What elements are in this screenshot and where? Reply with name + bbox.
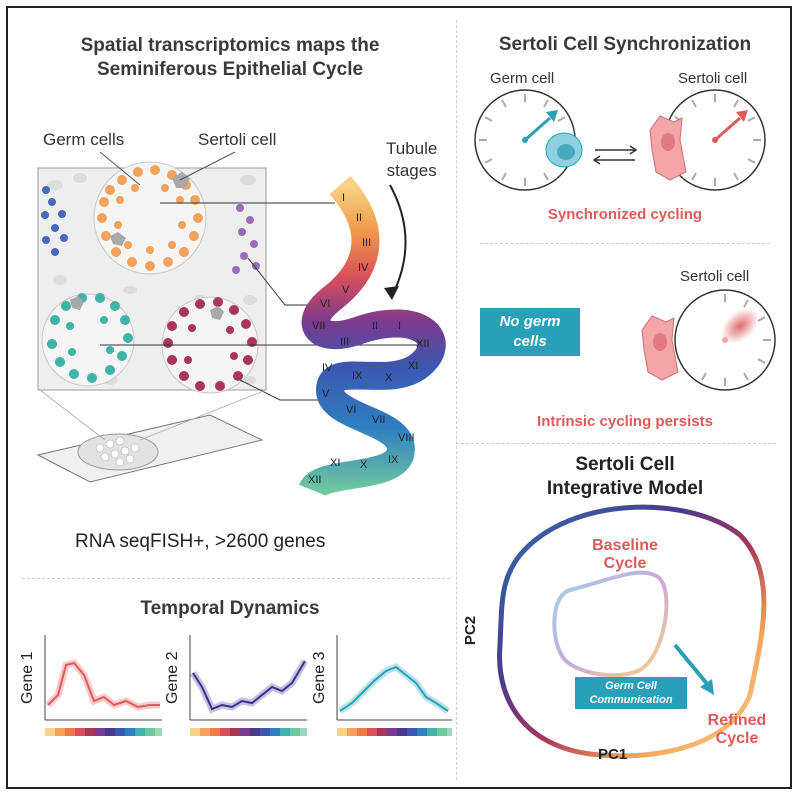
label-tubule-stages: Tubule stages <box>386 138 437 182</box>
figure-frame <box>6 6 792 789</box>
refined-line1: Refined <box>707 712 767 729</box>
stage-label: IV <box>322 362 333 374</box>
tubule-teal <box>41 293 135 387</box>
baseline-line1: Baseline <box>592 537 658 554</box>
refined-label: Refined Cycle <box>696 712 778 748</box>
stage-label: IX <box>388 454 399 466</box>
stage-label: XII <box>308 474 322 486</box>
gene1-plot <box>44 635 162 721</box>
stage-label: VI <box>346 404 357 416</box>
stage-label: III <box>362 237 372 249</box>
synchronized-label: Synchronized cycling <box>547 206 703 223</box>
divider-left <box>22 578 450 579</box>
germ-communication-box: Germ Cell Communication <box>575 677 687 709</box>
stage-label: X <box>360 459 368 471</box>
stage-label: X <box>385 372 393 384</box>
temporal-plots <box>44 635 452 736</box>
no-germ-line1: No germ <box>499 313 561 330</box>
divider-right <box>456 443 776 444</box>
stage-label: XI <box>408 360 419 372</box>
tubule-ribbon <box>299 175 446 499</box>
stage-labels: I II III IV V VI VII II I XII III IV IX … <box>0 0 460 580</box>
model-diagram <box>497 504 767 759</box>
gene1-label: Gene 1 <box>19 651 36 704</box>
stage-label: V <box>342 284 350 296</box>
stage-label: II <box>356 212 363 224</box>
divider-sync <box>480 243 770 244</box>
baseline-line2: Cycle <box>603 555 647 572</box>
model-title: Sertoli Cell Integrative Model <box>460 453 790 501</box>
sync-diagram <box>474 89 766 191</box>
stage-label: III <box>340 336 350 348</box>
stage-label: II <box>372 320 379 332</box>
stage-label: V <box>322 388 330 400</box>
germ-comm-line1: Germ Cell <box>605 680 657 692</box>
sertoli-cell-label: Sertoli cell <box>678 70 748 87</box>
pc1-label: PC1 <box>598 746 628 763</box>
germ-comm-line2: Communication <box>589 694 673 706</box>
stage-label: IX <box>352 370 363 382</box>
vertical-divider <box>456 20 457 780</box>
stage-label: VII <box>372 414 386 426</box>
method-label: RNA seqFISH+, >2600 genes <box>75 531 326 552</box>
refined-cycle-ring <box>497 504 767 759</box>
intrinsic-diagram <box>641 289 776 391</box>
spatial-title-line1: Spatial transcriptomics maps the <box>80 35 380 56</box>
stage-label: XI <box>330 457 341 469</box>
no-germ-line2: cells <box>513 333 547 350</box>
stage-label: XII <box>416 338 430 350</box>
baseline-cycle-ring <box>552 570 669 678</box>
germ-clock <box>474 89 583 191</box>
sertoli-cell-label-2: Sertoli cell <box>680 268 750 285</box>
spatial-title: Spatial transcriptomics maps the Seminif… <box>20 34 440 82</box>
model-title-line1: Sertoli Cell <box>575 454 675 475</box>
baseline-label: Baseline Cycle <box>575 537 675 573</box>
sync-title: Sertoli Cell Synchronization <box>498 34 752 55</box>
label-sertoli-cell: Sertoli cell <box>198 130 277 149</box>
no-germ-cells-box: No germ cells <box>480 308 580 356</box>
refined-line2: Cycle <box>715 730 759 747</box>
stage-label: IV <box>358 262 369 274</box>
label-tubule-line1: Tubule <box>386 139 438 158</box>
label-germ-cells: Germ cells <box>43 130 125 149</box>
gene2-plot <box>189 635 309 721</box>
stage-label: VI <box>320 298 331 310</box>
stage-label: VIII <box>398 432 415 444</box>
sertoli-clock <box>649 89 766 191</box>
stage-label: I <box>398 320 402 332</box>
gene3-label: Gene 3 <box>311 651 328 704</box>
spatial-title-line2: Seminiferous Epithelial Cycle <box>96 59 364 80</box>
temporal-title: Temporal Dynamics <box>140 598 320 619</box>
stage-label: VII <box>312 320 326 332</box>
gene2-label: Gene 2 <box>164 651 181 704</box>
tissue-illustration <box>36 151 446 499</box>
stage-label: I <box>342 192 346 204</box>
label-tubule-line2: stages <box>386 161 437 180</box>
intrinsic-label: Intrinsic cycling persists <box>537 413 713 430</box>
model-title-line2: Integrative Model <box>546 478 704 499</box>
gene3-plot <box>336 635 452 721</box>
stage-color-bars <box>45 728 452 736</box>
pc2-label: PC2 <box>462 615 480 646</box>
germ-cell-label: Germ cell <box>490 70 555 87</box>
